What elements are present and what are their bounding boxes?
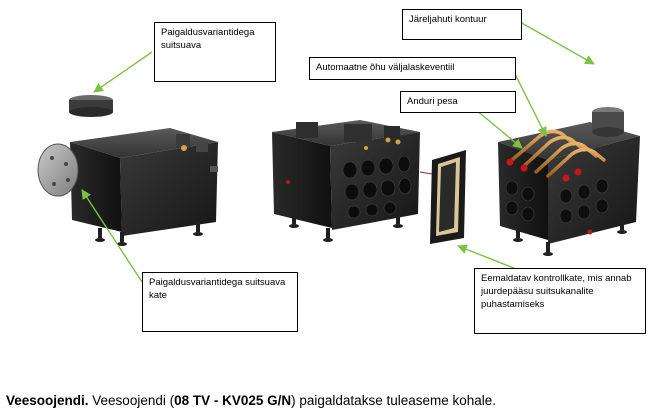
callout-smoke-outlet-text: Paigaldusvariantidega suitsuava: [161, 27, 255, 51]
callout-smoke-outlet-cover-text: Paigaldusvariantidega suitsuava kate: [149, 277, 286, 301]
arrow-smoke-outlet-cover: [81, 189, 143, 283]
callout-air-valve-text: Automaatne õhu väljalaskeventiil: [316, 62, 455, 73]
caption-model: 08 TV - KV025 G/N: [174, 393, 292, 408]
callout-inspection-cover-text: Eemaldatav kontrollkate, mis annab juurd…: [481, 273, 632, 310]
callout-sensor-port-text: Anduri pesa: [407, 96, 458, 107]
arrow-smoke-outlet: [93, 51, 153, 93]
callout-sensor-port: Anduri pesa: [400, 91, 516, 113]
smoke-outlet-cover-plate: [37, 143, 79, 197]
sensor-ports: [506, 158, 582, 182]
arrow-sensor-port: [475, 109, 523, 149]
callout-air-valve: Automaatne õhu väljalaskeventiil: [309, 57, 516, 80]
smoke-outlet-collar: [69, 95, 113, 117]
pointer-arrows: [81, 21, 595, 283]
after-cooler-circuit: [510, 129, 606, 178]
callout-after-cooler-text: Järeljahuti kontuur: [409, 14, 487, 25]
arrow-after-cooler: [519, 21, 595, 65]
caption-lead: Veesoojendi.: [6, 393, 89, 408]
figure-caption: Veesoojendi. Veesoojendi (08 TV - KV025 …: [6, 393, 496, 408]
callout-after-cooler: Järeljahuti kontuur: [402, 9, 522, 40]
caption-text-1: Veesoojendi (: [88, 393, 175, 408]
arrow-air-valve: [513, 71, 547, 137]
flue-holes: [342, 155, 412, 219]
water-heater-middle-view: [272, 120, 466, 244]
arrow-inspection-cover: [457, 244, 525, 273]
water-heater-right-view: [498, 107, 640, 256]
callout-inspection-cover: Eemaldatav kontrollkate, mis annab juurd…: [474, 268, 646, 334]
callout-smoke-outlet: Paigaldusvariantidega suitsuava: [154, 22, 276, 82]
removable-inspection-cover: [430, 150, 466, 244]
caption-text-2: ) paigaldatakse tuleaseme kohale.: [291, 393, 497, 408]
callout-smoke-outlet-cover: Paigaldusvariantidega suitsuava kate: [142, 272, 298, 332]
water-heater-left-view: [37, 95, 218, 246]
